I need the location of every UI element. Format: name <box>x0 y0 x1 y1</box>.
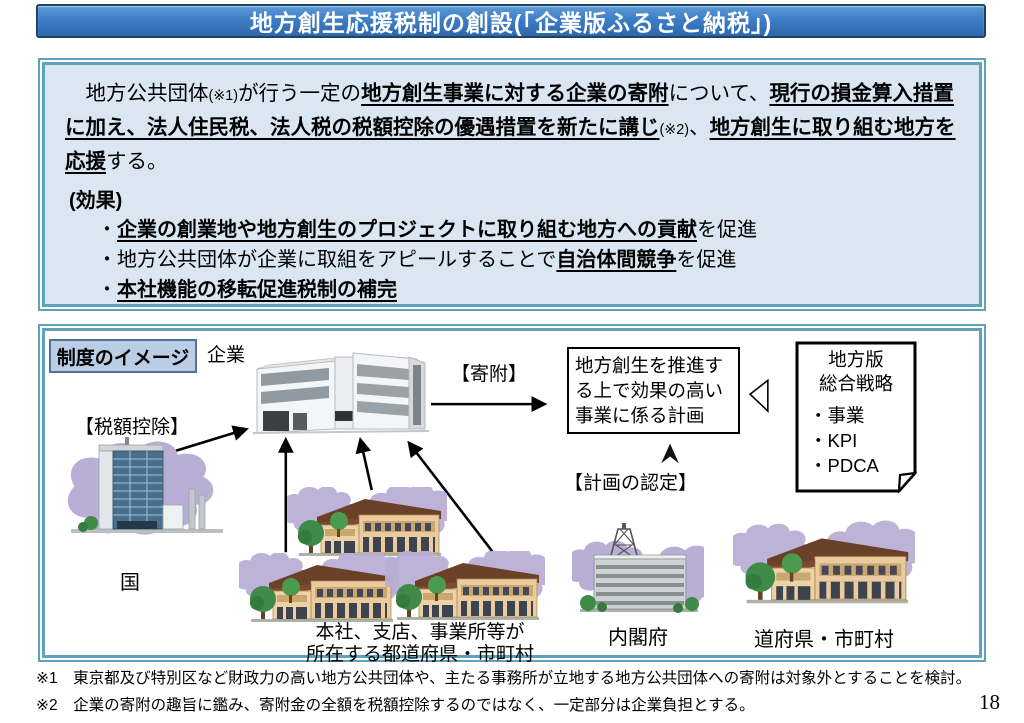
plan-certification-label: 【計画の認定】 <box>564 473 698 494</box>
municipalities-label: 本社、支店、事業所等が 所在する都道府県・市町村 <box>305 622 534 665</box>
plan-box: 地方創生を推進す る上で効果の高い 事業に係る計画 <box>567 347 740 434</box>
tax-credit-label: 【税額控除】 <box>75 417 190 438</box>
strategy-doc-item: ・KPI <box>809 430 858 451</box>
diagram-box: 制度のイメージ 企業 【寄附】 地方創生を推進す る上で効果の高い 事業に係る計… <box>38 324 986 665</box>
plan-box-line: 地方創生を推進す <box>575 355 724 376</box>
summary-box: 地方公共団体(※1)が行う一定の地方創生事業に対する企業の寄附について、現行の損… <box>38 58 986 311</box>
strategy-document: 地方版 総合戦略 ・事業 ・KPI ・PDCA <box>795 341 917 493</box>
scheme-label-box: 制度のイメージ <box>49 339 197 373</box>
scheme-label: 制度のイメージ <box>56 347 190 369</box>
title-bar: 地方創生応援税制の創設(「企業版ふるさと納税」) <box>36 4 986 38</box>
summary-paragraph: 地方公共団体(※1)が行う一定の地方創生事業に対する企業の寄附について、現行の損… <box>65 82 956 173</box>
company-building-illustration <box>252 352 430 434</box>
national-government-building-illustration <box>55 427 235 555</box>
plan-box-line: 事業に係る計画 <box>575 405 705 426</box>
company-label: 企業 <box>207 345 246 366</box>
cabinet-office-building-illustration <box>572 521 704 625</box>
plan-box-line: る上で効果の高い <box>575 380 724 401</box>
effect-bullet-3: ・本社機能の移転促進税制の補完 <box>97 279 397 301</box>
document-shape <box>795 341 917 493</box>
strategy-doc-items: ・事業 ・KPI ・PDCA <box>809 403 879 478</box>
strategy-doc-item: ・PDCA <box>809 455 879 476</box>
strategy-doc-title: 地方版 総合戦略 <box>818 349 893 394</box>
plan-certification-arrow <box>661 443 679 464</box>
effects-heading: (効果) <box>69 190 123 212</box>
municipality-building-illustration <box>239 553 399 629</box>
prefecture-label: 道府県・市町村 <box>754 629 894 651</box>
nation-label: 国 <box>120 572 140 594</box>
cabinet-office-label: 内閣府 <box>608 627 668 649</box>
footnote-2: ※2 企業の寄附の趣旨に鑑み、寄附金の全額を税額控除するのではなく、一定部分は企… <box>36 697 755 714</box>
municipality-building-illustration <box>385 551 545 627</box>
municipality-arrow-3 <box>407 440 494 553</box>
footnote-1: ※1 東京都及び特別区など財政力の高い地方公共団体や、主たる事務所が立地する地方… <box>36 670 972 687</box>
strategy-doc-item: ・事業 <box>809 405 865 426</box>
page-number: 18 <box>979 690 1000 714</box>
prefecture-building-illustration <box>733 515 915 621</box>
diagram-arrows <box>144 378 769 553</box>
summary-box-inner: 地方公共団体(※1)が行う一定の地方創生事業に対する企業の寄附について、現行の損… <box>42 62 982 307</box>
effect-bullet-1: ・企業の創業地や地方創生のプロジェクトに取り組む地方への貢献を促進 <box>97 219 757 241</box>
diagram-box-inner: 制度のイメージ 企業 【寄附】 地方創生を推進す る上で効果の高い 事業に係る計… <box>42 328 982 665</box>
effect-bullet-2: ・地方公共団体が企業に取組をアピールすることで自治体間競争を促進 <box>97 249 737 271</box>
donation-label: 【寄附】 <box>450 364 527 385</box>
strategy-triangle-pointer <box>748 378 769 413</box>
municipality-arrow-2 <box>355 436 373 491</box>
page-title: 地方創生応援税制の創設(「企業版ふるさと納税」) <box>249 10 773 36</box>
